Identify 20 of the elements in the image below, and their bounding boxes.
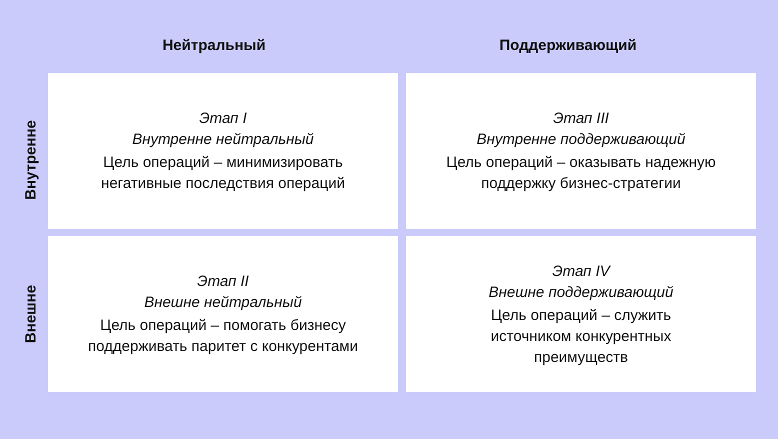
quadrant-box xyxy=(406,73,756,229)
row-header: Внешне xyxy=(22,284,40,344)
quadrant-box xyxy=(406,236,756,392)
stage-description: Цель операций – минимизировать негативные последствия операций xyxy=(100,153,346,194)
stage-title: Этап I xyxy=(199,109,247,129)
stage-name: Внутренне поддерживающий xyxy=(476,130,686,150)
stage-title: Этап II xyxy=(197,272,249,292)
stage-name: Внутренне нейтральный xyxy=(132,130,314,150)
stage-title: Этап IV xyxy=(552,262,610,282)
stage-name: Внешне нейтральный xyxy=(144,293,302,313)
stage-description: Цель операций – помогать бизнесу поддерживать паритет с конкурентами xyxy=(87,316,359,357)
column-header: Поддерживающий xyxy=(499,37,637,54)
stage-description: Цель операций – служить источником конкурентных преимуществ xyxy=(490,306,672,368)
stage-title: Этап III xyxy=(553,109,609,129)
stage-name: Внешне поддерживающий xyxy=(488,282,674,302)
column-header: Нейтральный xyxy=(162,37,266,54)
row-header: Внутренне xyxy=(22,120,40,200)
stage-description: Цель операций – оказывать надежную поддержку бизнес-стратегии xyxy=(445,153,717,194)
quadrant-box xyxy=(48,236,398,392)
quadrant-box xyxy=(48,73,398,229)
